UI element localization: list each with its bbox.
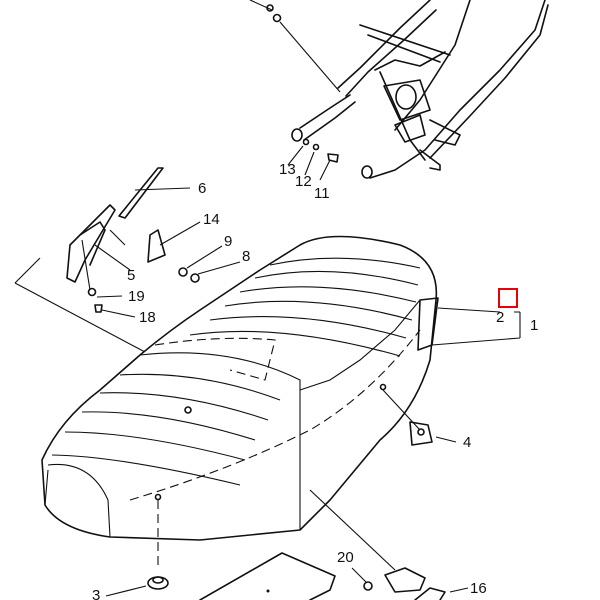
callout-4: 4: [463, 434, 472, 451]
callout-20: 20: [337, 549, 354, 566]
seat-bracket: [14, 167, 241, 353]
callout-1: 1: [530, 317, 539, 334]
callout-12: 12: [295, 173, 312, 190]
callout-13: 13: [279, 161, 296, 178]
callout-16: 16: [470, 580, 487, 597]
rear-frame: [249, 0, 549, 181]
callout-3: 3: [92, 587, 101, 600]
callout-18: 18: [139, 309, 156, 326]
callout-9: 9: [224, 233, 233, 250]
callout-2: 2: [496, 309, 505, 326]
callout-14: 14: [203, 211, 220, 228]
callout-8: 8: [242, 248, 251, 265]
callout-11: 11: [314, 185, 330, 202]
selection-highlight-box: [498, 288, 518, 308]
callout-6: 6: [198, 180, 207, 197]
lower-parts: [105, 421, 469, 600]
callout-5: 5: [127, 267, 136, 284]
seat: [41, 235, 521, 571]
callout-19: 19: [128, 288, 145, 305]
